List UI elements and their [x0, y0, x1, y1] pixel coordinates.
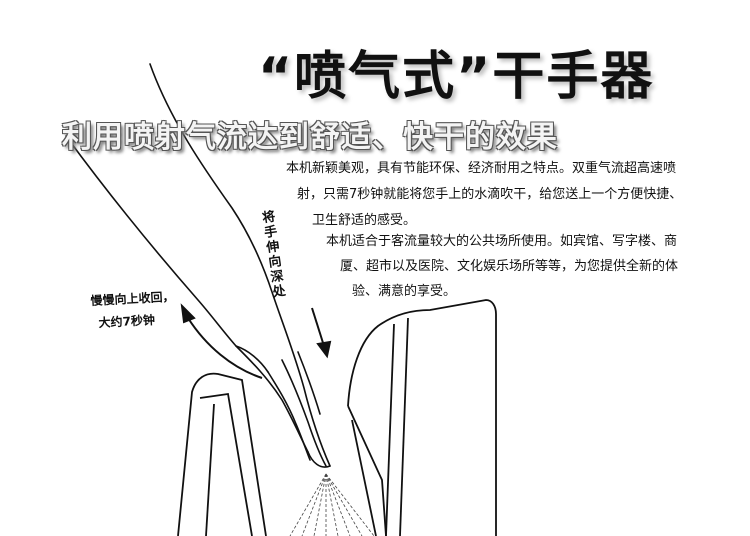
hand-drawing [65, 63, 331, 468]
description-line-5: 厦、超市以及医院、文化娱乐场所等等，为您提供全新的体 [340, 259, 679, 274]
arrow-up-icon [180, 303, 263, 379]
description-line-1: 本机新颖美观，具有节能环保、经济耐用之特点。双重气流超高速喷 [286, 161, 677, 176]
instruction-up-line-1: 慢慢向上收回， [90, 289, 175, 308]
arrow-down-icon [311, 307, 332, 359]
instruction-up-line-2: 大约7秒钟 [98, 313, 156, 330]
page-subtitle: 利用喷射气流达到舒适、快干的效果 [62, 120, 558, 155]
description-line-6: 验、满意的享受。 [352, 284, 457, 299]
dryer-right-panel [347, 299, 497, 536]
air-jet [289, 473, 375, 536]
dryer-left-panel [177, 372, 267, 536]
description-line-3: 卫生舒适的感受。 [312, 213, 417, 228]
description-line-4: 本机适合于客流量较大的公共场所使用。如宾馆、写字楼、商 [326, 234, 678, 249]
description-line-2: 射，只需7秒钟就能将您手上的水滴吹干，给您送上一个方便快捷、 [297, 187, 683, 202]
page-title: “喷气式”干手器 [258, 47, 655, 107]
